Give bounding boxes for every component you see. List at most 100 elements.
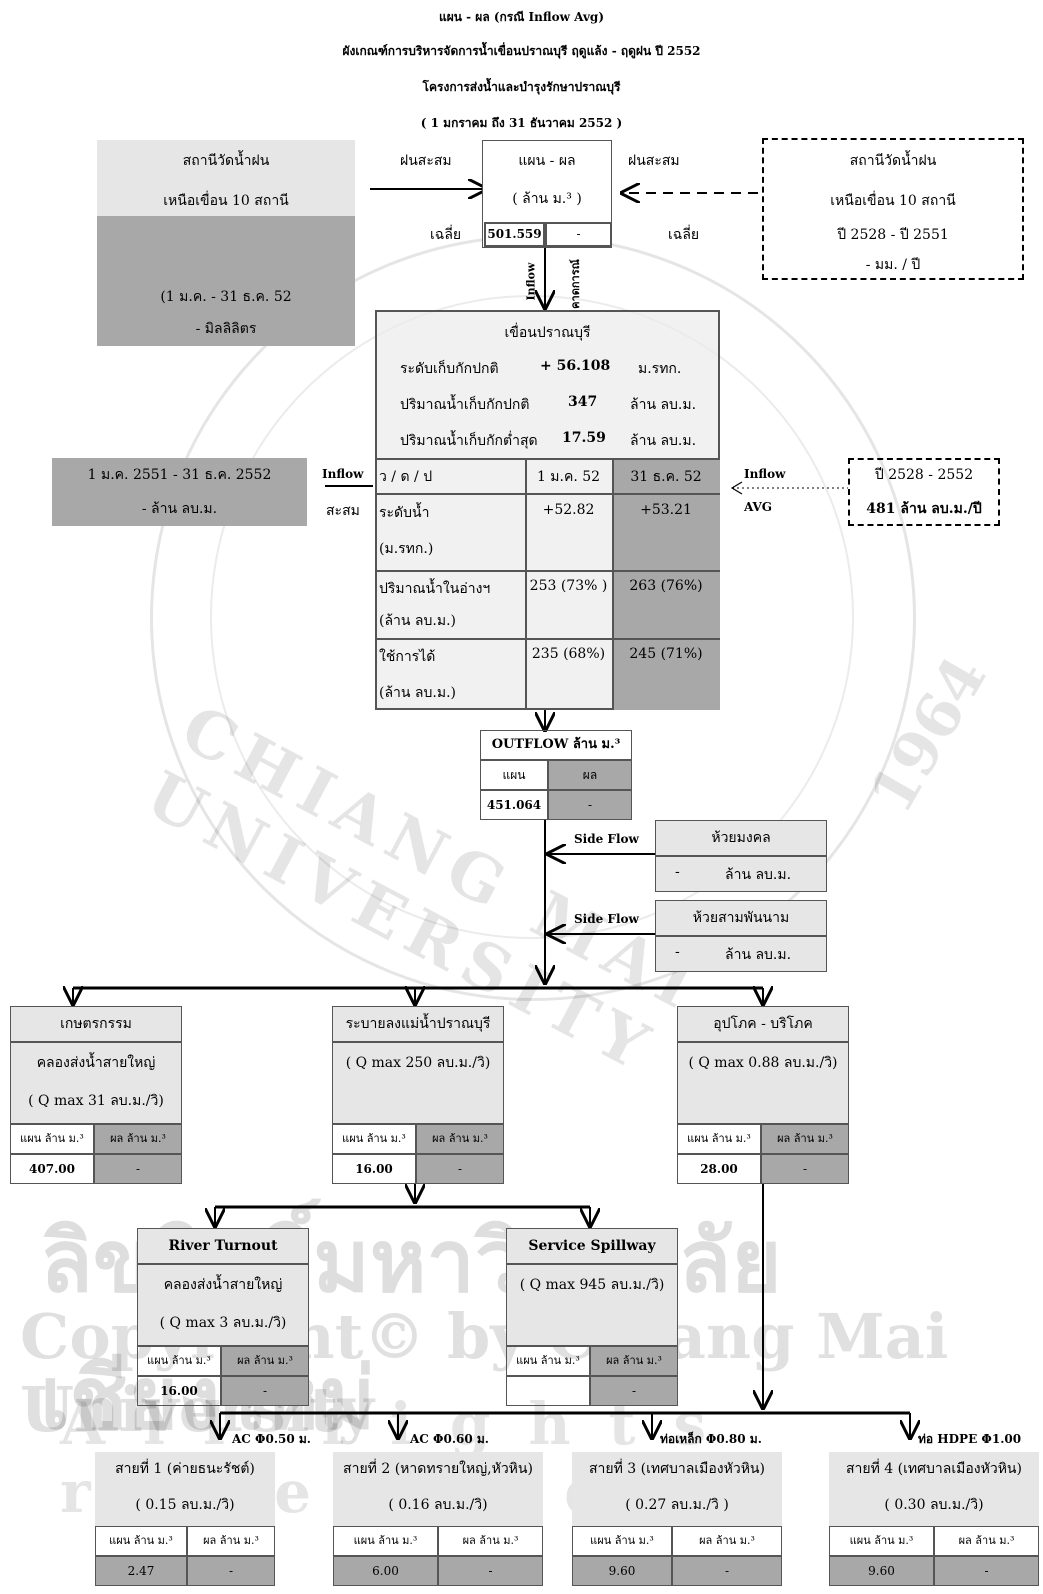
dam-row2-label: ปริมาณน้ำเก็บกักปกติ: [400, 394, 529, 416]
rain-right-years: ปี 2528 - ปี 2551: [762, 224, 1024, 246]
river-turnout-sub2: ( Q max 3 ลบ.ม./วิ): [137, 1312, 309, 1334]
inflow-right-years: ปี 2528 - 2552: [848, 464, 1000, 486]
side-flow-2-unit: ล้าน ลบ.ม.: [725, 944, 791, 966]
user-consumption-result: -: [761, 1154, 849, 1184]
pipe-line-2: สายที่ 2 (หาดทรายใหญ่,หัวหิน) ( 0.16 ลบ.…: [333, 1452, 543, 1594]
dam-table: ว / ด / ป 1 ม.ค. 52 31 ธ.ค. 52 ระดับน้ำ …: [375, 458, 720, 710]
pipe-line-4-title: สายที่ 4 (เทศบาลเมืองหัวหิน): [829, 1458, 1039, 1480]
dam-volume-label-unit: (ล้าน ลบ.ม.): [379, 610, 456, 632]
rain-right-title1: สถานีวัดน้ำฝน: [762, 150, 1024, 172]
user-consumption-result-label: ผล ล้าน ม.³: [761, 1124, 849, 1154]
dam-table-header-date: ว / ด / ป: [379, 466, 432, 488]
service-spillway: Service Spillway ( Q max 945 ลบ.ม./วิ) แ…: [506, 1228, 678, 1406]
dam-row3-value: 17.59: [562, 430, 606, 446]
plan-result-title: แผน - ผล: [482, 150, 612, 172]
outflow-plan-value: 451.064: [480, 790, 548, 820]
header-line3: โครงการส่งน้ำและบำรุงรักษาปราณบุรี: [0, 78, 1043, 97]
user-agriculture-sub1: คลองส่งน้ำสายใหญ่: [10, 1052, 182, 1074]
rain-left-period: (1 ม.ค. - 31 ธ.ค. 52: [97, 286, 355, 308]
user-agriculture-result: -: [94, 1154, 182, 1184]
dam-row3-unit: ล้าน ลบ.ม.: [630, 430, 696, 452]
user-river-release-result-label: ผล ล้าน ม.³: [416, 1124, 504, 1154]
dam-volume-end: 263 (76%): [612, 578, 720, 594]
pipe-line-1-plan: 2.47: [95, 1556, 187, 1586]
river-turnout-sub1: คลองส่งน้ำสายใหญ่: [137, 1274, 309, 1296]
pipe-line-4-plan-label: แผน ล้าน ม.³: [829, 1526, 934, 1556]
pipe-line-4-result-label: ผล ล้าน ม.³: [934, 1526, 1039, 1556]
rain-result-value: -: [545, 222, 612, 247]
dam-usable-end: 245 (71%): [612, 646, 720, 662]
dam-table-header-end: 31 ธ.ค. 52: [612, 466, 720, 488]
dam-usable-label: ใช้การได้: [379, 646, 435, 668]
outflow-box: OUTFLOW ล้าน ม.³ แผน ผล 451.064 -: [480, 730, 632, 820]
user-agriculture: เกษตรกรรม คลองส่งน้ำสายใหญ่ ( Q max 31 ล…: [10, 1006, 182, 1184]
service-spillway-title: Service Spillway: [506, 1228, 678, 1264]
pipe-line-1-result: -: [187, 1556, 275, 1586]
side-flow-2-box: ห้วยสามพันนาม - ล้าน ลบ.ม.: [655, 900, 827, 972]
dam-row2-unit: ล้าน ลบ.ม.: [630, 394, 696, 416]
river-turnout-title: River Turnout: [137, 1228, 309, 1264]
dam-row1-unit: ม.รทก.: [638, 358, 681, 380]
side-flow-2-value: -: [675, 944, 680, 960]
arrow-forecast-label: คาดการณ์: [566, 259, 584, 309]
dam-row1-label: ระดับเก็บกักปกติ: [400, 358, 499, 380]
side-flow-2-label: Side Flow: [574, 912, 639, 926]
pipe-line-3: สายที่ 3 (เทศบาลเมืองหัวหิน) ( 0.27 ลบ.ม…: [572, 1452, 782, 1594]
pipe-line-1-title: สายที่ 1 (ค่ายธนะรัชต์): [95, 1458, 275, 1480]
inflow-right-value: 481 ล้าน ลบ.ม./ปี: [848, 498, 1000, 520]
rain-cumulative-right-label: ฝนสะสม: [628, 150, 680, 172]
user-river-release: ระบายลงแม่น้ำปราณบุรี ( Q max 250 ลบ.ม./…: [332, 1006, 504, 1184]
service-spillway-plan-label: แผน ล้าน ม.³: [506, 1346, 590, 1376]
pipe-line-4-plan: 9.60: [829, 1556, 934, 1586]
rain-left-unit: - มิลลิลิตร: [97, 318, 355, 340]
dam-row2-value: 347: [568, 394, 597, 410]
user-consumption-sub1: ( Q max 0.88 ลบ.ม./วิ): [677, 1052, 849, 1074]
inflow-left-label: Inflow: [322, 467, 363, 481]
user-consumption-plan: 28.00: [677, 1154, 761, 1184]
side-flow-1-value: -: [675, 864, 680, 880]
inflow-left-unit: - ล้าน ลบ.ม.: [52, 498, 307, 520]
rain-cumulative-left-label: ฝนสะสม: [400, 150, 452, 172]
user-agriculture-title: เกษตรกรรม: [10, 1006, 182, 1042]
river-turnout-result: -: [221, 1376, 309, 1406]
pipe-line-2-title: สายที่ 2 (หาดทรายใหญ่,หัวหิน): [333, 1458, 543, 1480]
pipe-4-label: ท่อ HDPE Φ1.00: [918, 1430, 1021, 1449]
pipe-line-3-result: -: [672, 1556, 782, 1586]
pipe-line-1-q: ( 0.15 ลบ.ม./วิ): [95, 1494, 275, 1516]
pipe-line-2-plan: 6.00: [333, 1556, 438, 1586]
pipe-line-3-plan-label: แผน ล้าน ม.³: [572, 1526, 672, 1556]
inflow-right-label: Inflow: [744, 467, 785, 481]
side-flow-1-unit: ล้าน ลบ.ม.: [725, 864, 791, 886]
dam-table-header-start: 1 ม.ค. 52: [525, 466, 612, 488]
side-flow-2-name: ห้วยสามพันนาม: [655, 900, 827, 936]
header-line2: ผังเกณฑ์การบริหารจัดการน้ำเขื่อนปราณบุรี…: [0, 42, 1043, 61]
inflow-right-label2: AVG: [744, 500, 772, 514]
dam-level-end: +53.21: [612, 502, 720, 518]
river-turnout: River Turnout คลองส่งน้ำสายใหญ่ ( Q max …: [137, 1228, 309, 1406]
pipe-line-1-plan-label: แผน ล้าน ม.³: [95, 1526, 187, 1556]
user-consumption: อุปโภค - บริโภค ( Q max 0.88 ลบ.ม./วิ) แ…: [677, 1006, 849, 1184]
dam-usable-start: 235 (68%): [525, 646, 612, 662]
rain-avg-left: เฉลี่ย: [430, 224, 461, 246]
inflow-left-label2: สะสม: [326, 500, 360, 522]
arrow-inflow-label: Inflow: [524, 263, 537, 301]
pipe-line-3-result-label: ผล ล้าน ม.³: [672, 1526, 782, 1556]
pipe-line-2-result: -: [438, 1556, 543, 1586]
pipe-line-3-plan: 9.60: [572, 1556, 672, 1586]
river-turnout-result-label: ผล ล้าน ม.³: [221, 1346, 309, 1376]
pipe-line-3-q: ( 0.27 ลบ.ม./วิ ): [572, 1494, 782, 1516]
side-flow-1-label: Side Flow: [574, 832, 639, 846]
outflow-result-value: -: [548, 790, 632, 820]
dam-volume-start: 253 (73% ): [525, 578, 612, 594]
river-turnout-plan-label: แผน ล้าน ม.³: [137, 1346, 221, 1376]
pipe-line-4-result: -: [934, 1556, 1039, 1586]
service-spillway-sub1: ( Q max 945 ลบ.ม./วิ): [506, 1274, 678, 1296]
user-agriculture-sub2: ( Q max 31 ลบ.ม./วิ): [10, 1090, 182, 1112]
rain-left-title2: เหนือเขื่อน 10 สถานี: [97, 190, 355, 212]
inflow-left-period: 1 ม.ค. 2551 - 31 ธ.ค. 2552: [52, 464, 307, 486]
side-flow-1-box: ห้วยมงคล - ล้าน ลบ.ม.: [655, 820, 827, 892]
service-spillway-plan: [506, 1376, 590, 1406]
pipe-line-1: สายที่ 1 (ค่ายธนะรัชต์) ( 0.15 ลบ.ม./วิ)…: [95, 1452, 275, 1594]
header-line1: แผน - ผล (กรณี Inflow Avg): [0, 8, 1043, 27]
user-agriculture-plan: 407.00: [10, 1154, 94, 1184]
